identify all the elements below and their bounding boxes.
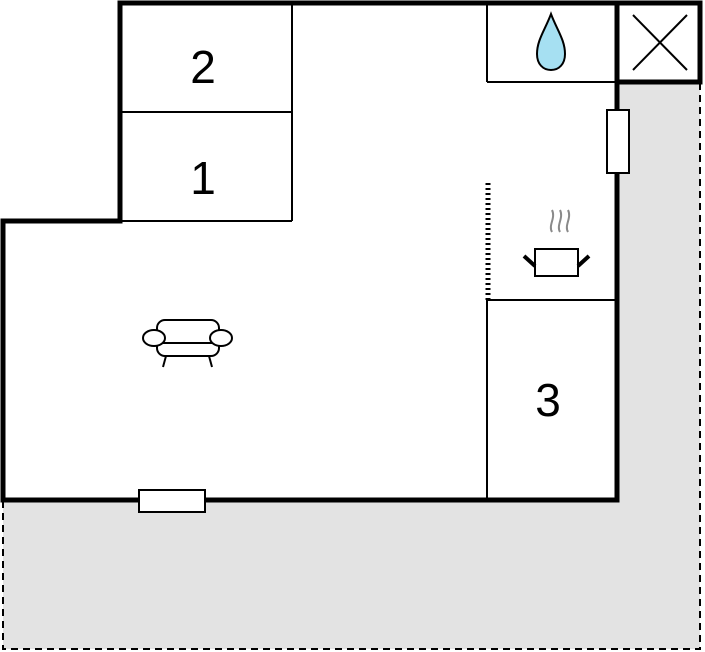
- water-drop-icon: [535, 11, 567, 72]
- room-3-label: 3: [535, 374, 561, 426]
- window-bottom: [138, 489, 206, 513]
- sofa-icon: [142, 319, 233, 368]
- partition-walls: [120, 3, 617, 500]
- room-2-label: 2: [190, 41, 216, 93]
- cooking-pot-icon: [522, 209, 591, 277]
- window-right: [606, 109, 630, 174]
- apartment-floor: [3, 3, 617, 500]
- room-1-label: 1: [190, 152, 216, 204]
- cross-box-icon: [614, 0, 703, 85]
